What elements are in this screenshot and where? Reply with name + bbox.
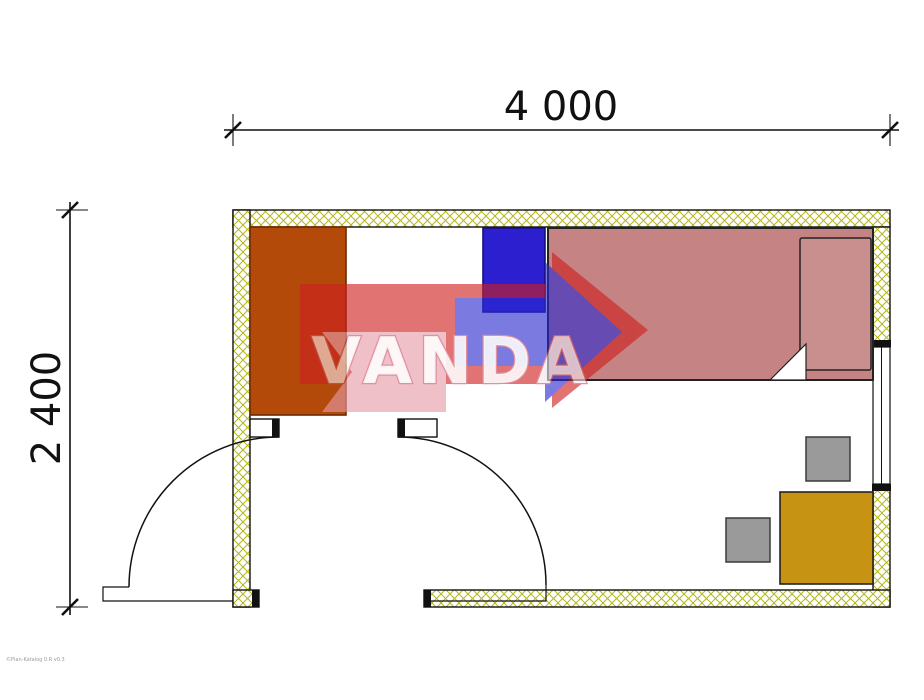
top-wall: [232, 209, 891, 228]
bottom-wall-right: [423, 589, 891, 608]
chair-upper: [805, 436, 851, 482]
dim-top-tick-left: [224, 121, 242, 139]
door-landing-right: [431, 585, 547, 602]
right-wall-upper: [872, 226, 891, 348]
dimension-top: [224, 114, 899, 146]
window-bottom-cap: [872, 484, 891, 491]
chair-lower: [725, 517, 771, 563]
watermark: VANDA: [300, 252, 648, 412]
pillow: [799, 237, 872, 371]
bottom-left-cap: [252, 590, 259, 607]
door-arc-left: [128, 436, 280, 588]
entry-doors: [102, 436, 547, 602]
window: [872, 346, 891, 485]
desk: [779, 491, 874, 585]
dimension-height-label: 2 400: [24, 351, 70, 466]
watermark-text: VANDA: [312, 325, 593, 399]
dimension-left: [56, 201, 88, 616]
right-wall-lower: [872, 483, 891, 608]
lintel-left-cap: [272, 419, 279, 437]
dim-top-tick-right: [881, 121, 899, 139]
wall-end-caps: [252, 340, 891, 607]
dim-left-tick-bottom: [61, 598, 79, 616]
watermark-pink-banner: [322, 332, 446, 412]
blanket-fold: [768, 342, 807, 381]
left-wall: [232, 209, 251, 608]
lintel-right-cap: [398, 419, 405, 437]
bottom-right-cap: [424, 590, 431, 607]
door-landing-left: [102, 586, 233, 602]
dimension-width-label: 4 000: [504, 84, 619, 130]
dim-left-tick-top: [61, 201, 79, 219]
fine-print: ©Plan-Katalog 0.R v0.3: [6, 656, 65, 663]
window-top-cap: [872, 340, 891, 347]
door-arc-right: [397, 436, 547, 586]
watermark-blue-arrow: [455, 262, 622, 402]
